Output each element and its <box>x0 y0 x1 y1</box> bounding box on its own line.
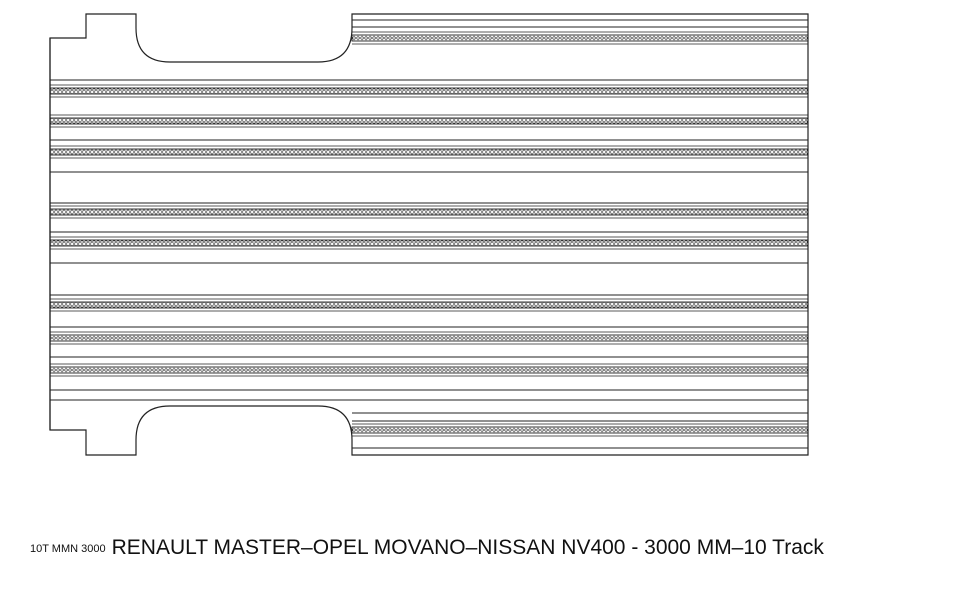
track-rail-body <box>351 426 809 434</box>
drawing-caption: 10T MMN 3000 RENAULT MASTER–OPEL MOVANO–N… <box>30 536 824 560</box>
track-rail-body <box>49 366 809 374</box>
floor-outline <box>49 13 809 456</box>
product-code: 10T MMN 3000 <box>30 543 106 555</box>
track-rail-7 <box>49 298 809 312</box>
track-group <box>49 31 809 437</box>
track-rail-10 <box>351 423 809 437</box>
track-rail-4 <box>49 145 809 159</box>
floor-line-group <box>50 19 808 449</box>
track-rail-6 <box>49 236 809 250</box>
track-rail-9 <box>49 363 809 377</box>
track-rail-body <box>49 148 809 156</box>
track-rail-body <box>351 34 809 42</box>
track-rail-body <box>49 301 809 309</box>
track-rail-body <box>49 117 809 125</box>
product-title: RENAULT MASTER–OPEL MOVANO–NISSAN NV400 … <box>111 536 824 559</box>
track-rail-body <box>49 334 809 342</box>
track-rail-3 <box>49 114 809 128</box>
track-rail-body <box>49 239 809 247</box>
track-rail-body <box>49 87 809 95</box>
track-rail-8 <box>49 331 809 345</box>
track-rail-1 <box>351 31 809 45</box>
track-rail-2 <box>49 84 809 98</box>
track-rail-5 <box>49 205 809 219</box>
floor-plan-drawing <box>49 13 809 456</box>
track-rail-body <box>49 208 809 216</box>
